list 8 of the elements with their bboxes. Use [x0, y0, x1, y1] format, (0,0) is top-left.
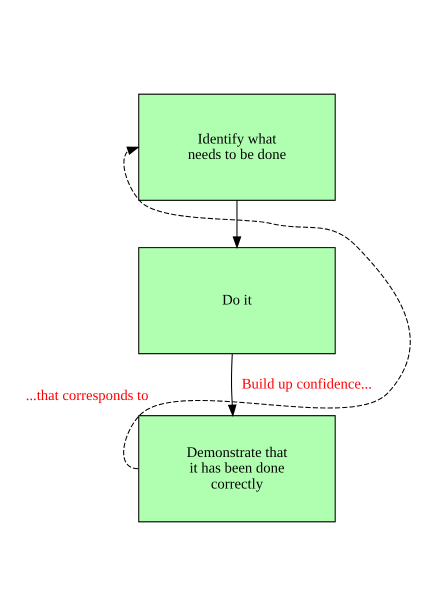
edge-label: ...that corresponds to — [26, 388, 148, 404]
edge-label: Build up confidence... — [242, 376, 372, 392]
arrow — [232, 200, 242, 249]
arrow — [228, 354, 237, 417]
node-box: Demonstrate that it has been done correctly — [138, 414, 336, 522]
node-box: Do it — [138, 246, 336, 354]
arrow — [123, 146, 410, 469]
node-box: Identify what needs to be done — [138, 93, 336, 200]
